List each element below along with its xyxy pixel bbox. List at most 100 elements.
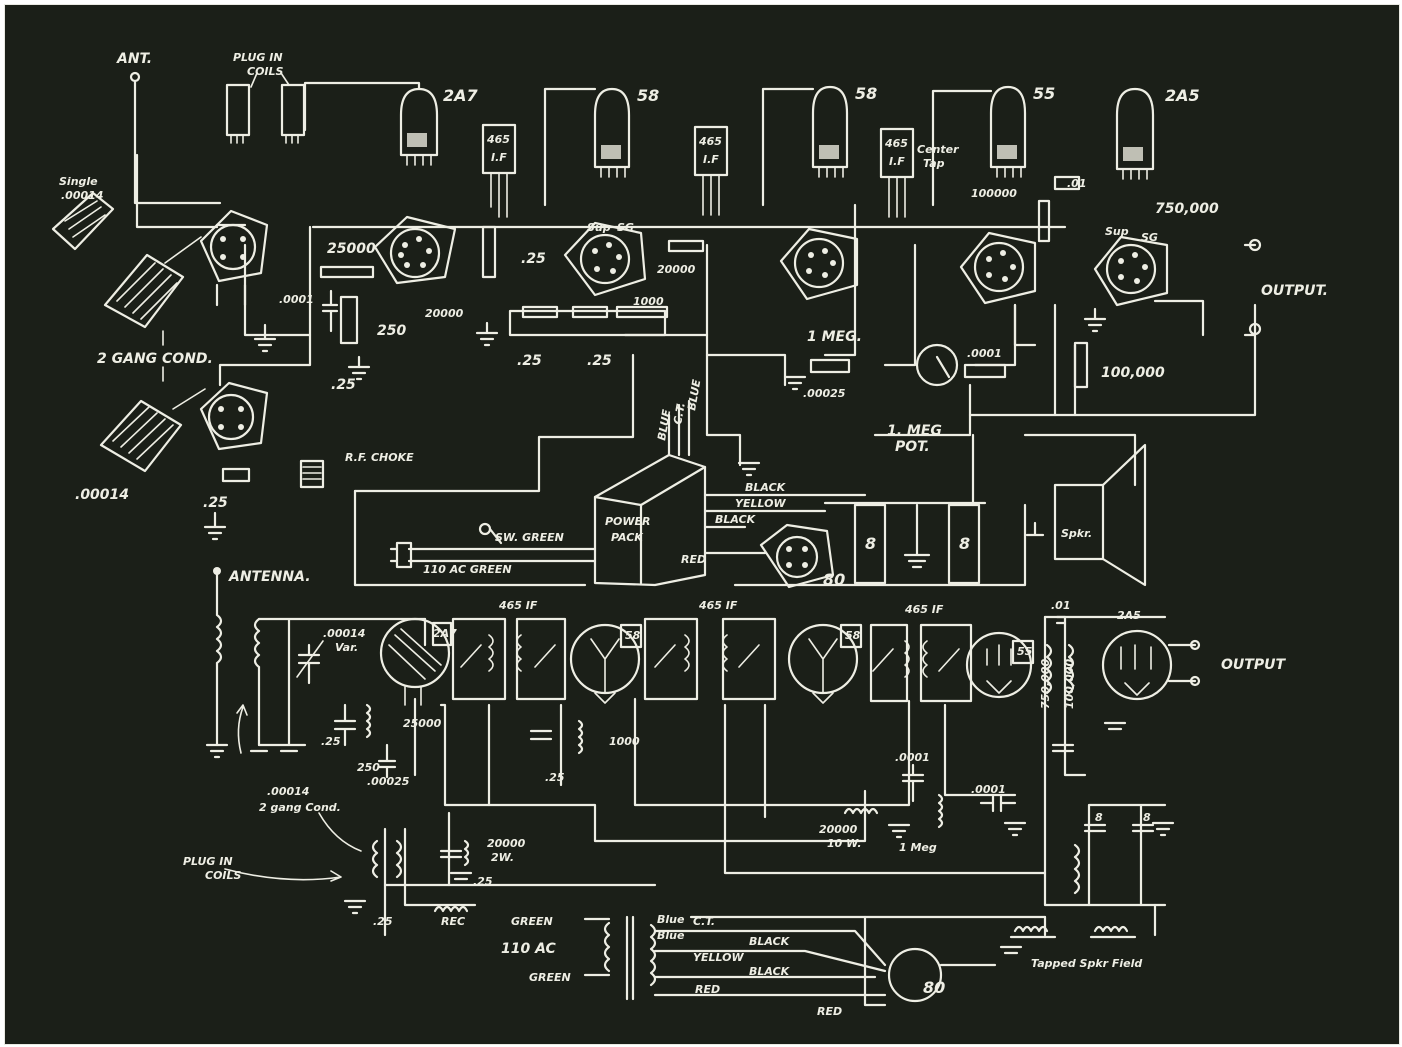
svg-text:.00014: .00014 bbox=[75, 487, 129, 503]
svg-text:465 IF: 465 IF bbox=[498, 599, 538, 612]
svg-text:465 IF: 465 IF bbox=[698, 599, 738, 612]
svg-text:.00025: .00025 bbox=[367, 775, 410, 788]
socket-2a5 bbox=[1093, 235, 1169, 307]
svg-text:.25: .25 bbox=[473, 875, 493, 888]
svg-text:.25: .25 bbox=[521, 251, 546, 267]
svg-text:2 GANG COND.: 2 GANG COND. bbox=[97, 351, 213, 367]
rectifier-80-socket: 80 bbox=[759, 523, 845, 589]
svg-text:Center: Center bbox=[917, 143, 959, 156]
svg-text:80: 80 bbox=[823, 570, 845, 589]
schematic-antenna: ANTENNA. bbox=[205, 567, 311, 759]
ac-line: SW. GREEN 110 AC GREEN bbox=[389, 522, 597, 576]
svg-text:I.F: I.F bbox=[889, 155, 905, 168]
schematic-input-coil: .00014 Var. bbox=[249, 617, 427, 753]
socket-coil-upper bbox=[199, 209, 269, 283]
schematic-tube-2a5: 2A5 bbox=[1101, 609, 1173, 701]
schematic-diagram: ANTENNA. .00014 Var. 2A7 58 58 55 bbox=[183, 567, 1286, 1018]
schematic-tube-55: 55 bbox=[965, 631, 1035, 699]
svg-text:.25: .25 bbox=[331, 377, 356, 393]
svg-text:.25: .25 bbox=[545, 771, 565, 784]
single-condenser: Single .00014 bbox=[51, 175, 115, 251]
wiring-diagram: ANT. PLUG IN COILS 2A7 58 58 55 2 bbox=[51, 51, 1328, 1018]
svg-text:465: 465 bbox=[884, 137, 908, 150]
svg-text:55: 55 bbox=[1017, 645, 1033, 658]
svg-text:I.F: I.F bbox=[491, 151, 507, 164]
speaker: Spkr. bbox=[1025, 443, 1147, 587]
svg-text:RED: RED bbox=[695, 983, 720, 996]
arrow-plug-in bbox=[224, 868, 342, 882]
svg-text:20000: 20000 bbox=[425, 307, 464, 320]
svg-text:GREEN: GREEN bbox=[511, 915, 553, 928]
if-transformer-2: 465 I.F bbox=[693, 125, 729, 216]
svg-text:RED: RED bbox=[681, 553, 706, 566]
pictorial-components bbox=[215, 175, 1089, 483]
svg-text:250: 250 bbox=[357, 761, 380, 774]
ground-symbols-bottom bbox=[343, 721, 1175, 955]
socket-58-second bbox=[779, 227, 859, 301]
svg-text:750,000: 750,000 bbox=[1155, 201, 1219, 217]
tube-58-second: 58 bbox=[811, 84, 877, 178]
svg-text:GREEN: GREEN bbox=[529, 971, 571, 984]
svg-text:SW. GREEN: SW. GREEN bbox=[495, 531, 564, 544]
svg-text:2A7: 2A7 bbox=[443, 86, 479, 105]
pictorial-value-labels: 25000 .25 250 20000 20000 .25 1000 .25 .… bbox=[203, 177, 1219, 511]
svg-text:250: 250 bbox=[377, 323, 406, 339]
svg-text:1000: 1000 bbox=[633, 295, 664, 308]
schematic-power-transformer: 80 bbox=[583, 915, 997, 1007]
svg-text:YELLOW: YELLOW bbox=[735, 497, 786, 510]
arrow-gang bbox=[318, 812, 362, 852]
svg-text:.25: .25 bbox=[203, 495, 228, 511]
svg-text:8: 8 bbox=[1143, 811, 1151, 824]
svg-text:ANTENNA.: ANTENNA. bbox=[228, 569, 311, 585]
svg-text:.00014: .00014 bbox=[61, 189, 103, 202]
svg-text:BLACK: BLACK bbox=[749, 965, 791, 978]
schematic-speaker-field: Tapped Spkr Field bbox=[1009, 903, 1157, 970]
svg-text:2A5: 2A5 bbox=[1117, 609, 1141, 622]
svg-text:100000: 100000 bbox=[971, 187, 1017, 200]
svg-text:.25: .25 bbox=[373, 915, 393, 928]
svg-text:.25: .25 bbox=[517, 353, 542, 369]
svg-text:SG: SG bbox=[1141, 231, 1158, 244]
svg-text:POT.: POT. bbox=[895, 439, 930, 455]
svg-text:100,000: 100,000 bbox=[1101, 365, 1165, 381]
svg-text:RED: RED bbox=[817, 1005, 842, 1018]
svg-text:Sup: Sup bbox=[587, 221, 611, 234]
pictorial-output: OUTPUT. bbox=[1248, 238, 1328, 336]
power-pack: POWER PACK BLACK YELLOW BLACK RED BLUE C… bbox=[593, 378, 867, 587]
svg-text:8: 8 bbox=[959, 534, 970, 553]
svg-text:1 MEG.: 1 MEG. bbox=[807, 329, 862, 345]
svg-text:80: 80 bbox=[923, 978, 945, 997]
svg-text:1000: 1000 bbox=[609, 735, 640, 748]
svg-text:.0001: .0001 bbox=[971, 783, 1006, 796]
svg-text:25000: 25000 bbox=[403, 717, 442, 730]
svg-text:2A7: 2A7 bbox=[433, 627, 457, 640]
svg-text:20000: 20000 bbox=[657, 263, 696, 276]
svg-text:750,000: 750,000 bbox=[1039, 659, 1052, 709]
svg-text:ANT.: ANT. bbox=[116, 51, 152, 67]
svg-text:100,000: 100,000 bbox=[1063, 659, 1076, 709]
gang-condenser-lower bbox=[99, 388, 206, 473]
svg-text:C.T.: C.T. bbox=[671, 402, 688, 426]
schematic-board: ANT. PLUG IN COILS 2A7 58 58 55 2 bbox=[4, 4, 1400, 1045]
tube-58-first: 58 bbox=[593, 86, 659, 178]
svg-text:.01: .01 bbox=[1051, 599, 1071, 612]
svg-text:PLUG IN: PLUG IN bbox=[183, 855, 233, 868]
svg-text:25000: 25000 bbox=[327, 241, 376, 257]
svg-text:.00014: .00014 bbox=[267, 785, 309, 798]
tube-2a7: 2A7 bbox=[399, 86, 479, 166]
rf-choke: R.F. CHOKE bbox=[299, 451, 414, 489]
schematic-labels: .00014 2 gang Cond. PLUG IN COILS .25 25… bbox=[183, 599, 1286, 1018]
svg-text:8: 8 bbox=[1095, 811, 1103, 824]
svg-text:20000: 20000 bbox=[819, 823, 858, 836]
svg-text:R.F. CHOKE: R.F. CHOKE bbox=[345, 451, 414, 464]
socket-coil-lower bbox=[199, 381, 269, 451]
svg-text:Blue: Blue bbox=[657, 929, 685, 942]
svg-text:Var.: Var. bbox=[335, 641, 358, 654]
svg-text:1 Meg: 1 Meg bbox=[899, 841, 937, 854]
if-transformer-1: 465 I.F bbox=[481, 123, 517, 218]
svg-text:110 AC GREEN: 110 AC GREEN bbox=[423, 563, 512, 576]
svg-text:10 W.: 10 W. bbox=[827, 837, 862, 850]
svg-text:58: 58 bbox=[625, 629, 641, 642]
antenna-terminal: ANT. bbox=[116, 51, 222, 205]
svg-text:2A5: 2A5 bbox=[1165, 86, 1200, 105]
